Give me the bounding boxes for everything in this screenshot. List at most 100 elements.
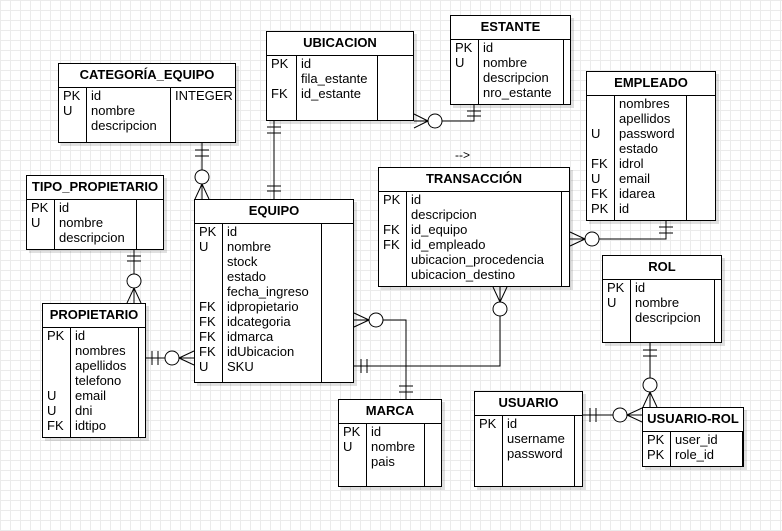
type-column xyxy=(138,328,145,437)
field-name[interactable]: idpropietario xyxy=(227,299,299,314)
field-name[interactable]: nombres xyxy=(619,96,670,111)
key-marker: U xyxy=(199,359,209,374)
field-name[interactable]: idmarca xyxy=(227,329,274,344)
field-name[interactable]: password xyxy=(507,446,563,461)
field-name[interactable]: id_equipo xyxy=(411,222,468,237)
key-marker: PK xyxy=(271,56,289,71)
key-marker: PK xyxy=(647,447,665,462)
field-name[interactable]: idUbicacion xyxy=(227,344,295,359)
field-name[interactable]: role_id xyxy=(675,447,715,462)
field-name[interactable]: id xyxy=(507,416,518,431)
field-name[interactable]: username xyxy=(507,431,565,446)
field-name[interactable]: id xyxy=(411,192,422,207)
type-column xyxy=(321,224,353,382)
field-name[interactable]: apellidos xyxy=(75,358,127,373)
key-marker: U xyxy=(31,215,41,230)
key-marker xyxy=(455,70,478,85)
type-column xyxy=(136,200,163,249)
field-name[interactable]: pais xyxy=(371,454,395,469)
field-name[interactable]: ubicacion_destino xyxy=(411,267,516,282)
field-name[interactable]: estado xyxy=(227,269,267,284)
rel-tipo-propietario xyxy=(126,250,142,304)
type-column xyxy=(714,280,721,342)
field-name[interactable]: nombre xyxy=(227,239,272,254)
field-name[interactable]: id xyxy=(301,56,312,71)
key-marker xyxy=(271,71,296,86)
field-name[interactable]: id xyxy=(483,40,494,55)
field-name[interactable]: descripcion xyxy=(59,230,125,245)
field-name[interactable]: descripcion xyxy=(411,207,477,222)
field-name[interactable]: idtipo xyxy=(75,418,107,433)
field-name[interactable]: id_empleado xyxy=(411,237,486,252)
field-name[interactable]: descripcion xyxy=(635,310,701,325)
field-name[interactable]: nombre xyxy=(483,55,528,70)
type-column xyxy=(742,432,747,466)
field-name[interactable]: idcategoria xyxy=(227,314,291,329)
field-name[interactable]: SKU xyxy=(227,359,254,374)
field-name[interactable]: nro_estante xyxy=(483,85,552,100)
field-name[interactable]: nombre xyxy=(635,295,680,310)
field-name[interactable]: id xyxy=(227,224,238,239)
key-marker xyxy=(199,269,222,284)
field-name[interactable]: ubicacion_procedencia xyxy=(411,252,544,267)
field-name[interactable]: descripcion xyxy=(483,70,549,85)
field-name[interactable]: nombre xyxy=(91,103,136,118)
entity-title: TIPO_PROPIETARIO xyxy=(27,176,163,200)
field-name[interactable]: email xyxy=(619,171,651,186)
field-name[interactable]: user_id xyxy=(675,432,718,447)
key-marker xyxy=(591,111,614,126)
key-marker: PK xyxy=(479,416,497,431)
key-marker: FK xyxy=(383,237,400,252)
key-marker: PK xyxy=(343,424,361,439)
field-name[interactable]: fila_estante xyxy=(301,71,368,86)
field-name[interactable]: id_estante xyxy=(301,86,361,101)
field-name[interactable]: id xyxy=(371,424,382,439)
field-name[interactable]: nombre xyxy=(371,439,416,454)
field-name[interactable]: id xyxy=(619,201,630,216)
field-name[interactable]: descripcion xyxy=(91,118,157,133)
field-name[interactable]: id xyxy=(59,200,70,215)
field-name[interactable]: telefono xyxy=(75,373,122,388)
field-name[interactable]: id xyxy=(75,328,86,343)
field-name[interactable]: estado xyxy=(619,141,659,156)
field-name[interactable]: fecha_ingreso xyxy=(227,284,309,299)
field-name[interactable]: idarea xyxy=(619,186,656,201)
key-marker: FK xyxy=(199,329,216,344)
field-name[interactable]: id xyxy=(91,88,102,103)
field-name[interactable]: dni xyxy=(75,403,93,418)
field-name[interactable]: nombres xyxy=(75,343,126,358)
field-name[interactable]: password xyxy=(619,126,675,141)
field-name[interactable]: id xyxy=(635,280,646,295)
field-name[interactable]: stock xyxy=(227,254,258,269)
entity-title: PROPIETARIO xyxy=(43,304,145,328)
field-name[interactable]: idrol xyxy=(619,156,644,171)
field-name[interactable]: apellidos xyxy=(619,111,671,126)
arrow-annotation: --> xyxy=(455,148,470,162)
field-name[interactable]: email xyxy=(75,388,107,403)
field-name[interactable]: nombre xyxy=(59,215,104,230)
